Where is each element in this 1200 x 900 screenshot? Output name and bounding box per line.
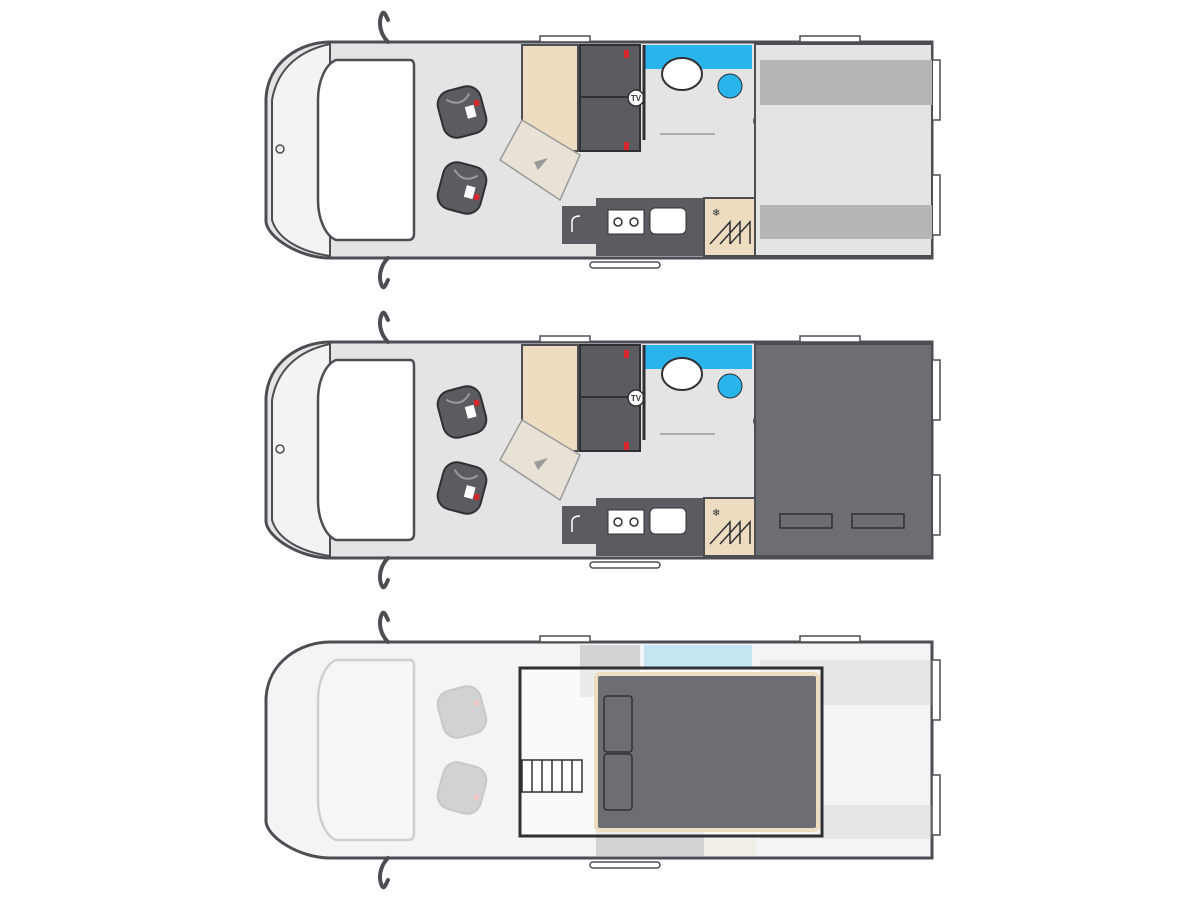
cab-seat-passenger [436,461,488,515]
table-swing-area [499,118,581,202]
snowflake-icon: ❄ [712,508,720,519]
cab-seat-driver [436,685,488,739]
window-rear-1 [931,659,941,721]
windscreen [316,658,416,842]
rear-bed [754,343,933,557]
window-roof-1 [539,35,591,43]
seatbelt-icon [624,50,629,58]
mirror-right-icon [378,556,390,590]
seatbelt-icon [624,350,629,358]
cab-seats [436,385,488,515]
mirror-left-icon [378,310,390,344]
bin-unit [562,206,596,244]
arrow-down-left-icon [534,458,548,470]
bed-mattress [594,672,820,832]
floorplan-drop-down-bed-layout [264,610,941,890]
lounge: TV [499,344,645,502]
tap-icon [571,515,581,532]
window-rear-1 [931,59,941,121]
rear-lounge [754,43,933,257]
window-rear-2 [931,774,941,836]
rear-bed-mattress [754,343,933,557]
windscreen [316,358,416,542]
kitchen: ❄ [562,497,757,557]
table-swing-area [499,418,581,502]
arrow-down-left-icon [534,158,548,170]
window-rear-2 [931,474,941,536]
seatbelt-icon [624,142,629,150]
faded-interior [316,645,932,856]
basin-icon [661,357,703,391]
cab-seat-passenger [436,161,488,215]
sink-icon [649,207,687,235]
heater-fins-icon [709,520,751,545]
window-roof-2 [799,635,861,643]
tap-icon [571,215,581,232]
pillow-1 [603,695,633,753]
window-roof-1 [539,335,591,343]
mirror-right-icon [378,256,390,290]
mirror-left-icon [378,10,390,44]
side-step [589,261,661,269]
bench-seat-lower [579,396,641,452]
washroom-panel [644,645,752,669]
bin-unit [562,506,596,544]
seatbelt-icon [624,442,629,450]
cab-seat-passenger [436,761,488,815]
washroom: TV [642,345,771,440]
toilet-icon [717,73,743,99]
cab-front [271,42,331,258]
cab-seats [436,85,488,215]
storage-tray-2 [851,513,905,529]
sink-icon [649,507,687,535]
floorplan-rear-bed-layout: TV TV ❄ [264,310,941,590]
window-rear-1 [931,359,941,421]
window-roof-2 [799,335,861,343]
rear-bench-lower [760,205,932,239]
cab-front [271,342,331,558]
cab-seat-driver [436,85,488,139]
lounge: TV [499,44,645,202]
bench-seat-upper [579,44,641,98]
toilet-icon [717,373,743,399]
basin-icon [661,57,703,91]
floorplan-day-layout: TV TV ❄ [264,10,941,290]
window-rear-2 [931,174,941,236]
pillow-2 [603,753,633,811]
ladder-icon [521,759,583,793]
bench-seat-upper [579,344,641,398]
badge-icon [275,144,285,154]
badge-icon [275,444,285,454]
storage-tray-1 [779,513,833,529]
window-roof-1 [539,635,591,643]
side-step [589,561,661,569]
windscreen [316,58,416,242]
side-step [589,861,661,869]
drop-down-bed [518,666,824,838]
snowflake-icon: ❄ [712,208,720,219]
bench-seat-lower [579,96,641,152]
kitchen: ❄ [562,197,757,257]
heater-fins-icon [709,220,751,245]
tv-label: TV [631,394,642,403]
window-roof-2 [799,35,861,43]
tv-label: TV [631,94,642,103]
mirror-left-icon [378,610,390,644]
cab-seat-driver [436,385,488,439]
mirror-right-icon [378,856,390,890]
rear-bench-upper [760,60,932,105]
